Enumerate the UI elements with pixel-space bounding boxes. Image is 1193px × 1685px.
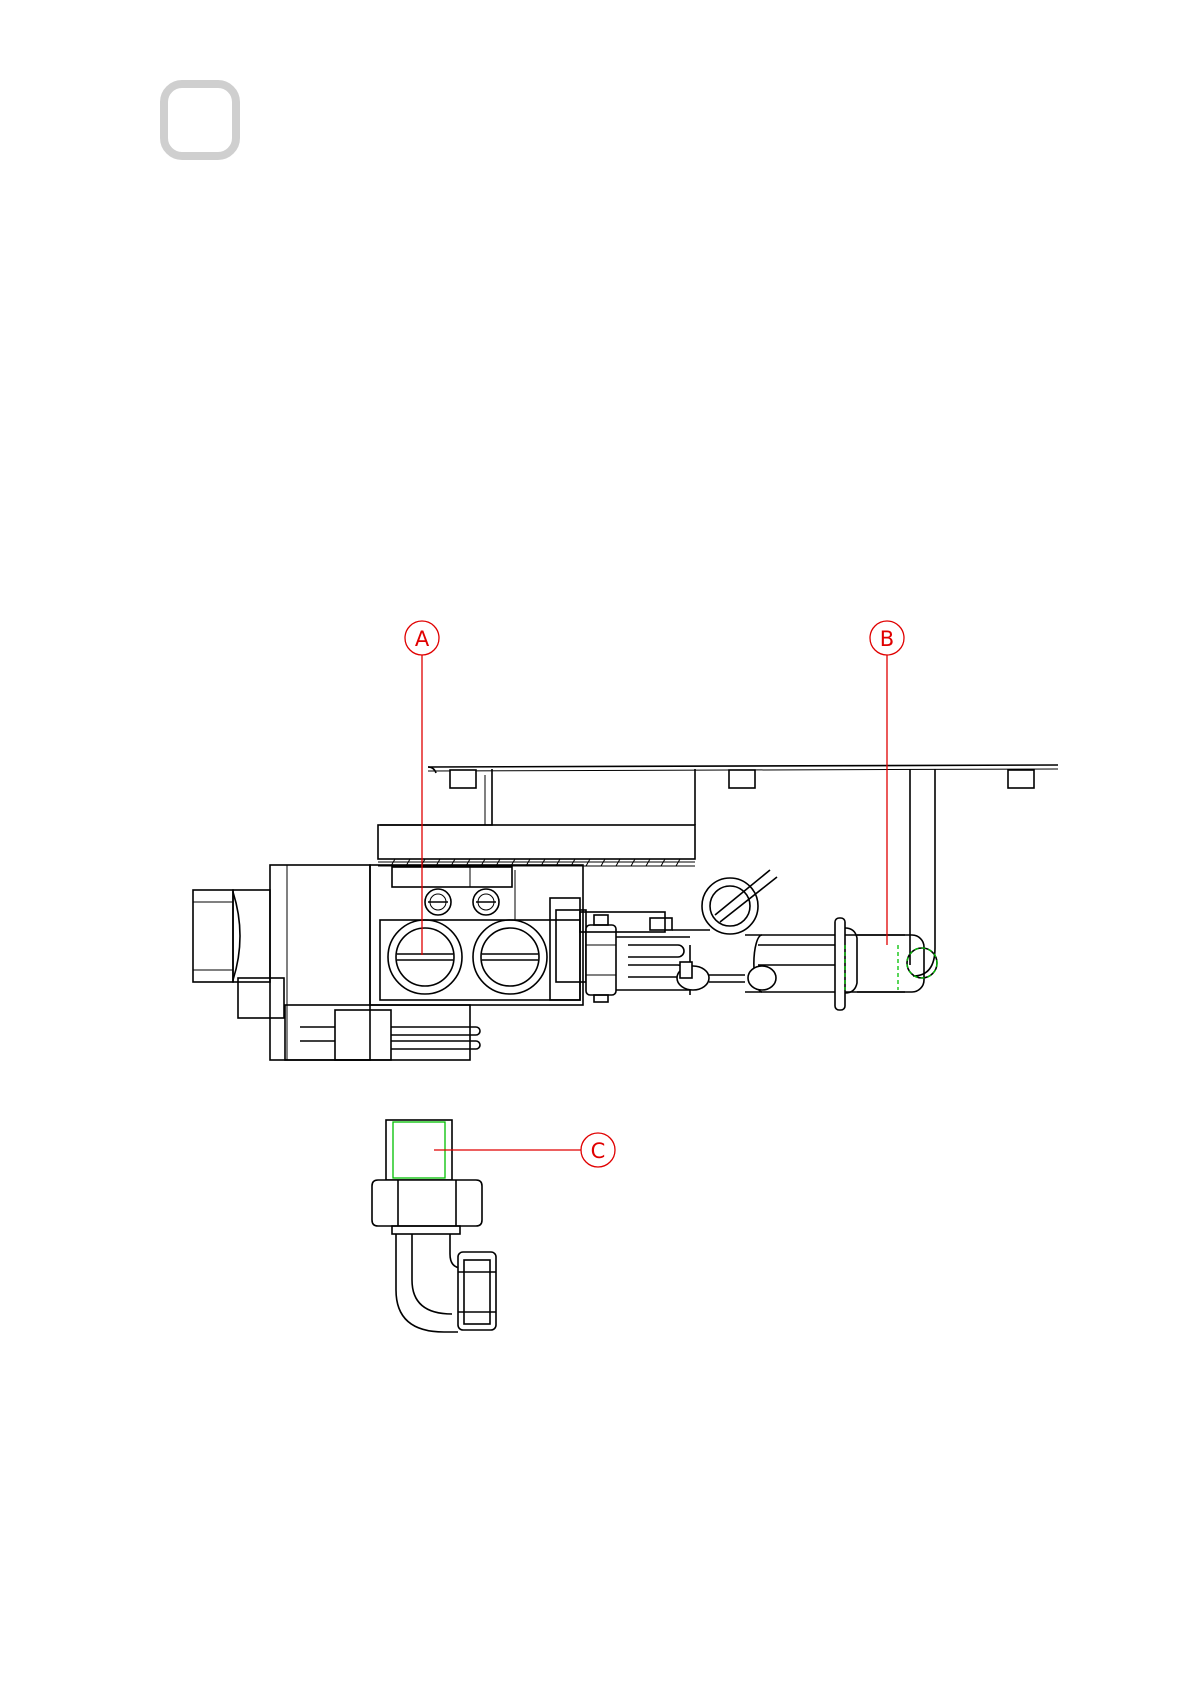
elbow-fitting — [372, 1120, 496, 1332]
callout-b: B — [870, 621, 904, 945]
gas-valve-body — [193, 865, 586, 1060]
callout-c-label: C — [591, 1139, 606, 1163]
callout-c: C — [434, 1133, 615, 1167]
callout-a: A — [405, 621, 439, 955]
outlet-tubing — [580, 870, 937, 1010]
callout-b-label: B — [880, 627, 894, 651]
callout-a-label: A — [415, 627, 430, 651]
